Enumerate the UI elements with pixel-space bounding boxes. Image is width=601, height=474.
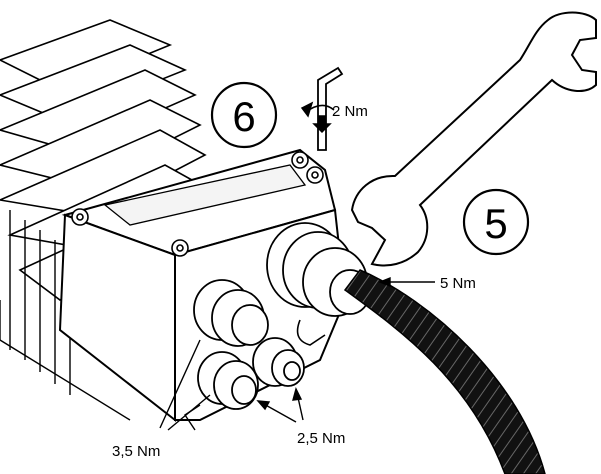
step-6-callout: 6: [210, 81, 278, 149]
step-5-number: 5: [484, 200, 507, 247]
torque-label-small-glands: 2,5 Nm: [297, 430, 345, 447]
wrench-icon: [350, 11, 597, 267]
cable: [343, 269, 546, 474]
lid-screws: [71, 151, 324, 257]
leader-lines: [159, 276, 435, 431]
cable-gland-small: [252, 337, 305, 387]
torque-label-screw: 2 Nm: [332, 103, 368, 120]
torque-label-medium-glands: 3,5 Nm: [112, 443, 160, 460]
step-5-callout: 5: [462, 188, 530, 256]
cable-gland-medium-top: [193, 279, 269, 347]
cable-gland-large: [266, 222, 371, 317]
cable-gland-medium-bottom: [197, 351, 259, 410]
rotation-arrow-icon: [300, 101, 335, 134]
step-6-number: 6: [232, 93, 255, 140]
torque-label-large-gland: 5 Nm: [440, 275, 476, 292]
cable-clip: [296, 319, 326, 346]
